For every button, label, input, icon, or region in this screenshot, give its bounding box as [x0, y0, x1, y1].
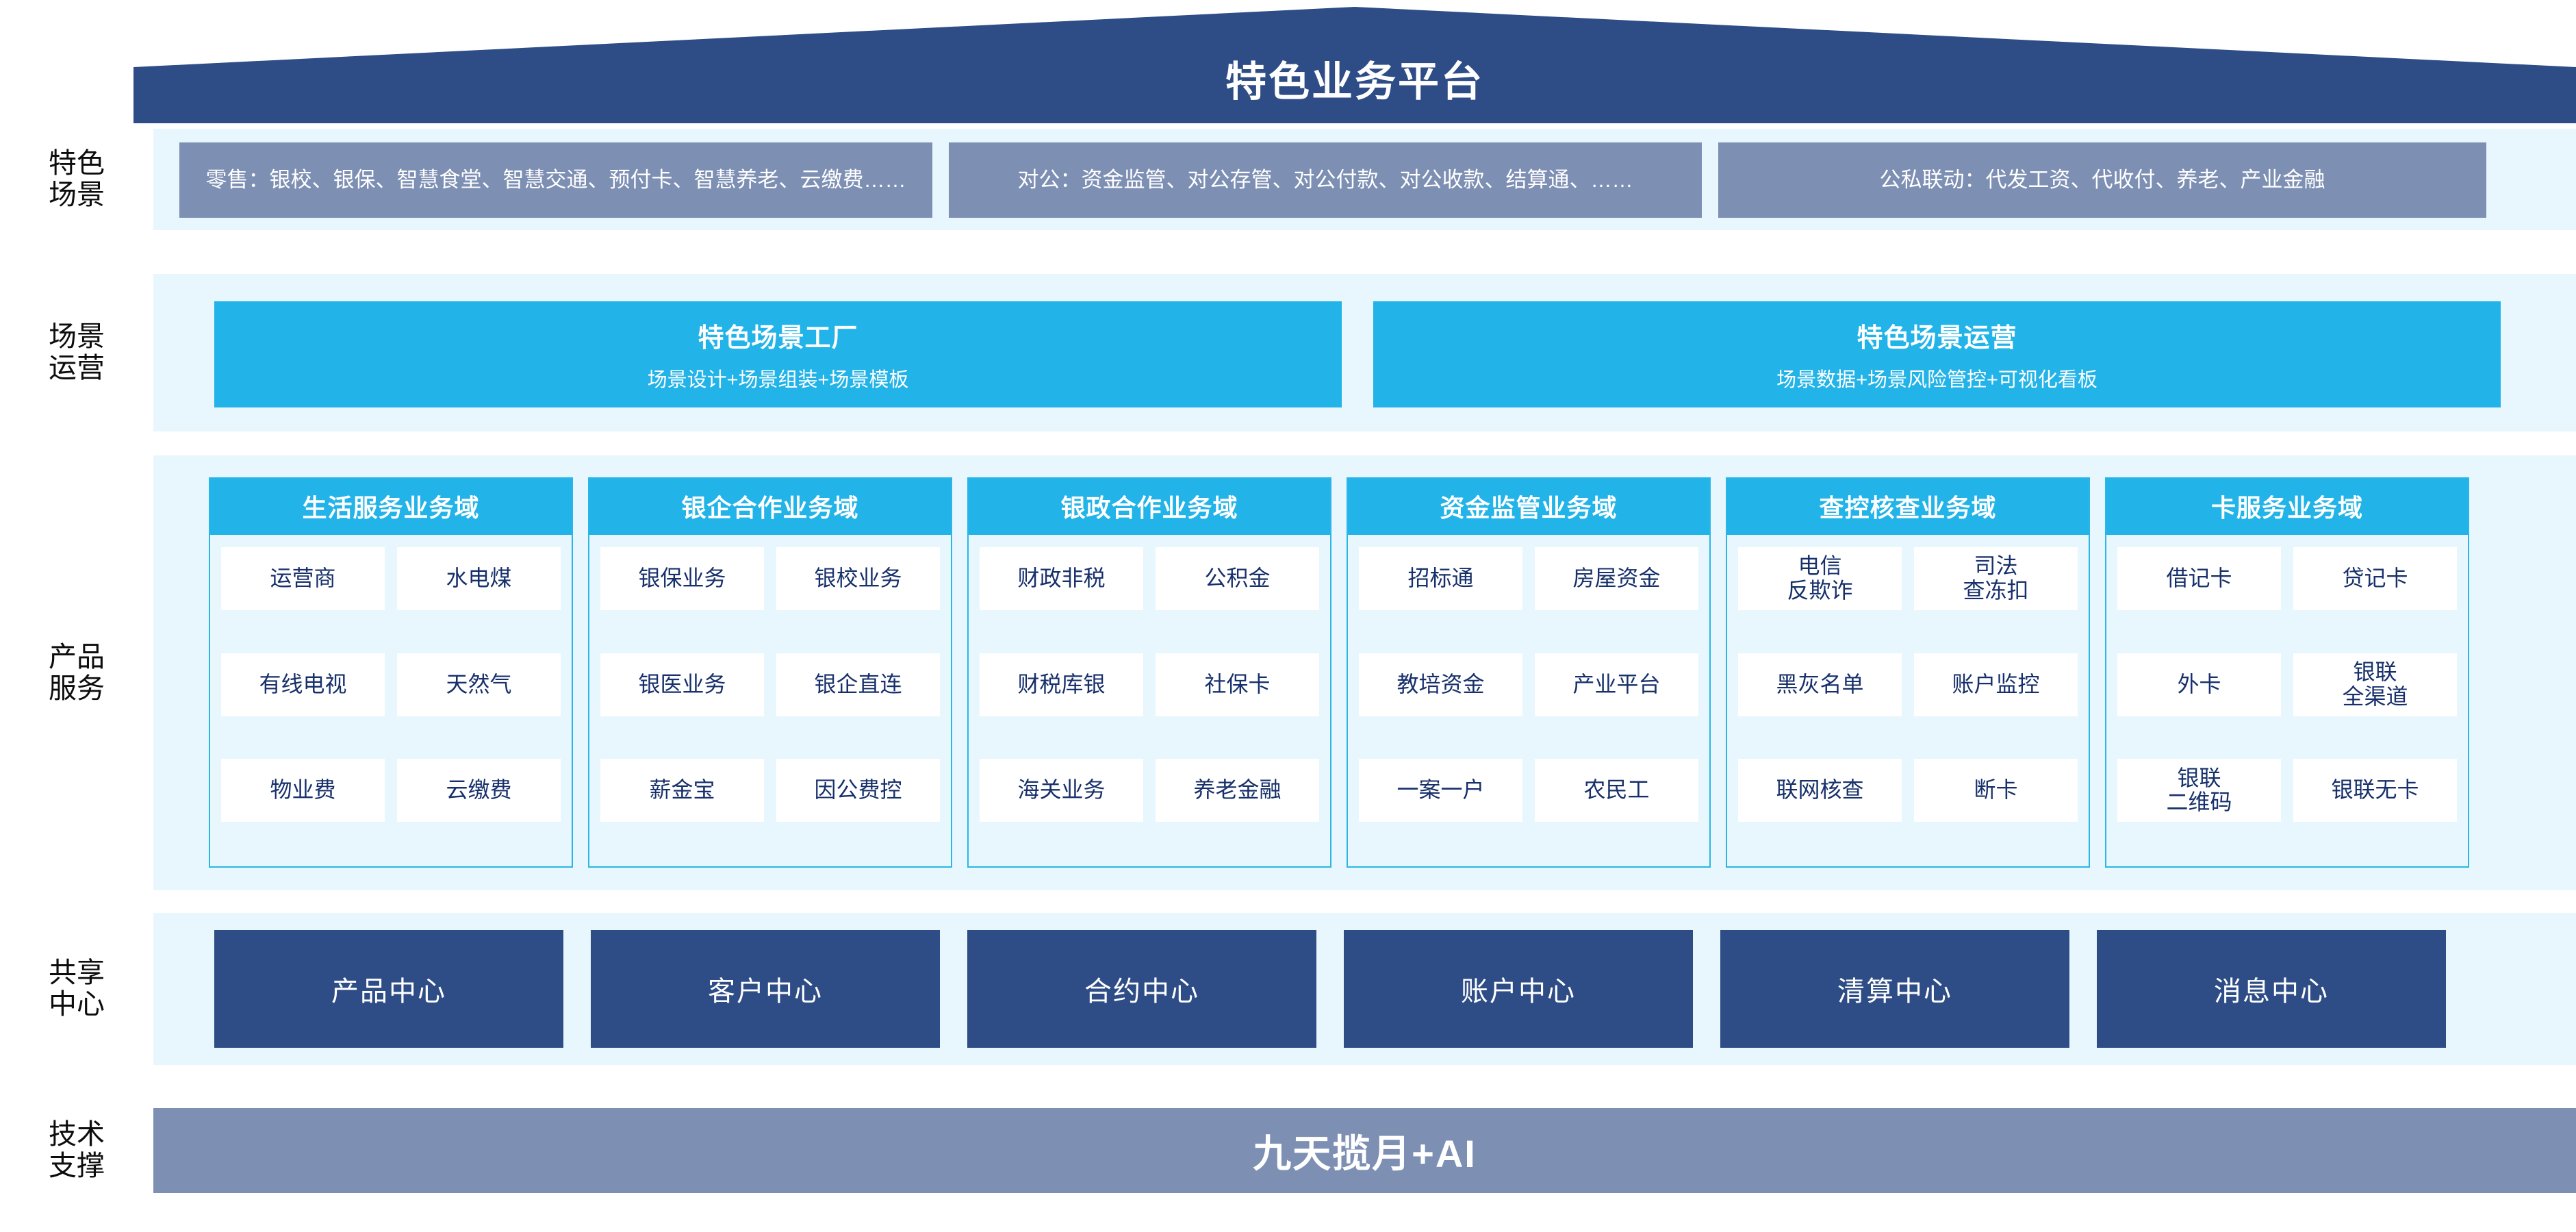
domain-title: 银企合作业务域: [589, 479, 951, 535]
domain-title: 资金监管业务域: [1348, 479, 1709, 535]
domain-item[interactable]: 借记卡: [2117, 547, 2281, 610]
domain-item[interactable]: 教培资金: [1359, 653, 1522, 716]
domain-item[interactable]: 银校业务: [776, 547, 940, 610]
domain-title: 生活服务业务域: [210, 479, 572, 535]
domain-item[interactable]: 银联 全渠道: [2293, 653, 2457, 716]
scenario-box-retail[interactable]: 零售：银校、银保、智慧食堂、智慧交通、预付卡、智慧养老、云缴费……: [179, 142, 932, 218]
domain-item-grid: 借记卡 贷记卡 外卡 银联 全渠道 银联 二维码 银联无卡: [2106, 535, 2468, 866]
domain-item[interactable]: 电信 反欺诈: [1738, 547, 1902, 610]
domain-item[interactable]: 账户监控: [1914, 653, 2078, 716]
scenario-row: 零售：银校、银保、智慧食堂、智慧交通、预付卡、智慧养老、云缴费…… 对公：资金监…: [179, 142, 2555, 218]
roof-shape: [133, 7, 2576, 123]
domain-row: 生活服务业务域 运营商 水电煤 有线电视 天然气 物业费 云缴费 银企合作业务域…: [209, 477, 2499, 868]
domain-item[interactable]: 银医业务: [600, 653, 764, 716]
domain-bank-government[interactable]: 银政合作业务域 财政非税 公积金 财税库银 社保卡 海关业务 养老金融: [967, 477, 1331, 868]
domain-item[interactable]: 财政非税: [980, 547, 1143, 610]
domain-item[interactable]: 房屋资金: [1535, 547, 1698, 610]
shared-center-row: 产品中心 客户中心 合约中心 账户中心 清算中心 消息中心: [214, 930, 2501, 1048]
center-box-account[interactable]: 账户中心: [1344, 930, 1693, 1048]
domain-item-grid: 招标通 房屋资金 教培资金 产业平台 一案一户 农民工: [1348, 535, 1709, 866]
operation-box-operating[interactable]: 特色场景运营 场景数据+场景风险管控+可视化看板: [1373, 301, 2501, 407]
domain-card-service[interactable]: 卡服务业务域 借记卡 贷记卡 外卡 银联 全渠道 银联 二维码 银联无卡: [2105, 477, 2469, 868]
center-box-clearing[interactable]: 清算中心: [1720, 930, 2069, 1048]
operation-factory-sub: 场景设计+场景组装+场景模板: [647, 369, 909, 391]
center-box-customer[interactable]: 客户中心: [591, 930, 940, 1048]
domain-item[interactable]: 招标通: [1359, 547, 1522, 610]
operation-factory-title: 特色场景工厂: [698, 324, 858, 353]
operation-row: 特色场景工厂 场景设计+场景组装+场景模板 特色场景运营 场景数据+场景风险管控…: [214, 301, 2501, 407]
domain-item[interactable]: 运营商: [221, 547, 385, 610]
domain-item[interactable]: 银联无卡: [2293, 759, 2457, 822]
domain-item[interactable]: 物业费: [221, 759, 385, 822]
center-box-message[interactable]: 消息中心: [2097, 930, 2446, 1048]
domain-item-grid: 财政非税 公积金 财税库银 社保卡 海关业务 养老金融: [969, 535, 1330, 866]
domain-item[interactable]: 海关业务: [980, 759, 1143, 822]
domain-item[interactable]: 一案一户: [1359, 759, 1522, 822]
domain-item[interactable]: 农民工: [1535, 759, 1698, 822]
tech-support-bar[interactable]: 九天揽月+AI: [153, 1108, 2576, 1193]
domain-item[interactable]: 断卡: [1914, 759, 2078, 822]
row-label-scenario: 特色 场景: [49, 147, 105, 210]
domain-item[interactable]: 养老金融: [1156, 759, 1319, 822]
domain-bank-enterprise[interactable]: 银企合作业务域 银保业务 银校业务 银医业务 银企直连 薪金宝 因公费控: [588, 477, 952, 868]
domain-item[interactable]: 银联 二维码: [2117, 759, 2281, 822]
platform-roof: 特色业务平台: [133, 7, 2576, 123]
operation-box-factory[interactable]: 特色场景工厂 场景设计+场景组装+场景模板: [214, 301, 1342, 407]
domain-item[interactable]: 产业平台: [1535, 653, 1698, 716]
row-label-product: 产品 服务: [49, 640, 105, 704]
domain-item[interactable]: 银保业务: [600, 547, 764, 610]
domain-fund-supervision[interactable]: 资金监管业务域 招标通 房屋资金 教培资金 产业平台 一案一户 农民工: [1347, 477, 1711, 868]
domain-item[interactable]: 薪金宝: [600, 759, 764, 822]
domain-item-grid: 电信 反欺诈 司法 查冻扣 黑灰名单 账户监控 联网核查 断卡: [1727, 535, 2089, 866]
page-title: 特色业务平台: [1225, 59, 1484, 105]
domain-title: 查控核查业务域: [1727, 479, 2089, 535]
domain-item[interactable]: 司法 查冻扣: [1914, 547, 2078, 610]
scenario-box-linkage[interactable]: 公私联动：代发工资、代收付、养老、产业金融: [1718, 142, 2486, 218]
domain-item-grid: 银保业务 银校业务 银医业务 银企直连 薪金宝 因公费控: [589, 535, 951, 866]
domain-item[interactable]: 黑灰名单: [1738, 653, 1902, 716]
row-label-operation: 场景 运营: [49, 320, 105, 384]
domain-investigation-control[interactable]: 查控核查业务域 电信 反欺诈 司法 查冻扣 黑灰名单 账户监控 联网核查 断卡: [1726, 477, 2090, 868]
operation-operating-sub: 场景数据+场景风险管控+可视化看板: [1776, 369, 2097, 391]
domain-item[interactable]: 财税库银: [980, 653, 1143, 716]
domain-item[interactable]: 公积金: [1156, 547, 1319, 610]
domain-item[interactable]: 因公费控: [776, 759, 940, 822]
domain-title: 卡服务业务域: [2106, 479, 2468, 535]
domain-item[interactable]: 云缴费: [397, 759, 561, 822]
domain-item[interactable]: 联网核查: [1738, 759, 1902, 822]
domain-item[interactable]: 社保卡: [1156, 653, 1319, 716]
row-label-shared-center: 共享 中心: [49, 957, 105, 1020]
operation-operating-title: 特色场景运营: [1857, 324, 2017, 353]
domain-item[interactable]: 天然气: [397, 653, 561, 716]
domain-item[interactable]: 有线电视: [221, 653, 385, 716]
domain-item[interactable]: 外卡: [2117, 653, 2281, 716]
center-box-contract[interactable]: 合约中心: [967, 930, 1316, 1048]
domain-item-grid: 运营商 水电煤 有线电视 天然气 物业费 云缴费: [210, 535, 572, 866]
row-label-tech-support: 技术 支撑: [49, 1118, 105, 1181]
center-box-product[interactable]: 产品中心: [214, 930, 563, 1048]
domain-item[interactable]: 贷记卡: [2293, 547, 2457, 610]
domain-item[interactable]: 银企直连: [776, 653, 940, 716]
scenario-box-corporate[interactable]: 对公：资金监管、对公存管、对公付款、对公收款、结算通、……: [949, 142, 1702, 218]
domain-life-service[interactable]: 生活服务业务域 运营商 水电煤 有线电视 天然气 物业费 云缴费: [209, 477, 573, 868]
domain-title: 银政合作业务域: [969, 479, 1330, 535]
domain-item[interactable]: 水电煤: [397, 547, 561, 610]
